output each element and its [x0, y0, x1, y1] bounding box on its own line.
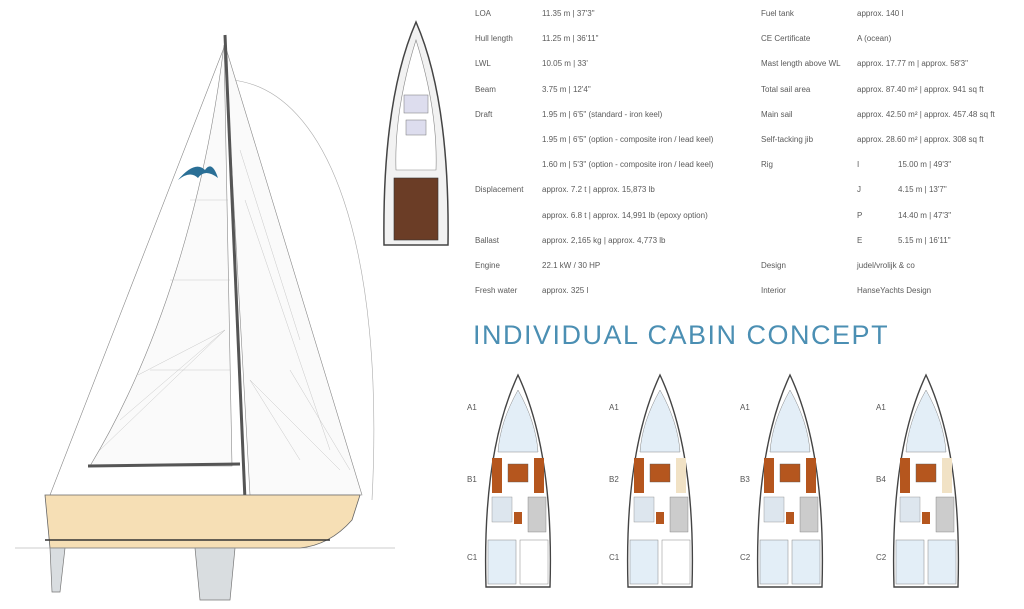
spec-label: CE Certificate: [761, 34, 811, 44]
cabin-layout-plan: [484, 373, 552, 588]
spec-value: 1.95 m | 6'5" (option - composite iron /…: [542, 135, 714, 144]
mid-section-label: B2: [609, 475, 619, 484]
rudder: [49, 547, 66, 593]
spec-value: judel/vrolijk & co: [857, 261, 915, 270]
mast: [223, 34, 247, 501]
spec-value: 1.60 m | 5'3" (option - composite iron /…: [542, 160, 714, 170]
spec-label: Rig: [761, 160, 774, 170]
section-title: INDIVIDUAL CABIN CONCEPT: [473, 320, 890, 350]
spec-value: approx. 7.2 t | approx. 15,873 lb: [542, 185, 655, 195]
spec-value: 22.1 kW / 30 HP: [542, 261, 601, 270]
spec-label: Beam: [475, 84, 496, 94]
spec-value: approx. 17.77 m | approx. 58'3": [857, 59, 968, 69]
gennaker-outline: [231, 79, 375, 501]
spec-label: Fuel tank: [761, 9, 794, 18]
aft-cabin-label: C1: [467, 553, 478, 562]
keel: [194, 547, 236, 601]
spec-label: Design: [761, 261, 786, 270]
logo-icon: [178, 166, 218, 180]
spec-value: 5.15 m | 16'11": [898, 235, 951, 245]
spec-value: approx. 87.40 m² | approx. 941 sq ft: [857, 84, 984, 94]
forward-cabin-label: A1: [740, 403, 750, 412]
mid-section-label: B3: [740, 475, 750, 484]
spec-label: Ballast: [475, 235, 500, 245]
boom: [87, 462, 241, 468]
spec-value: 3.75 m | 12'4": [542, 84, 591, 94]
spec-value: approx. 28.60 m² | approx. 308 sq ft: [857, 135, 984, 144]
spec-label: LWL: [475, 59, 491, 69]
aft-cabin-label: C2: [740, 553, 751, 562]
spec-label: Draft: [475, 109, 493, 119]
headsail-outline: [224, 44, 363, 496]
spec-value: approx. 140 l: [857, 9, 904, 18]
cabin-layout-plan: [626, 373, 694, 588]
spec-label: Engine: [475, 261, 500, 270]
rig-dimension-key: J: [857, 185, 861, 195]
spec-label: LOA: [475, 9, 492, 18]
spec-label: Main sail: [761, 109, 793, 119]
sail-plan-drawing: [15, 34, 395, 601]
forward-cabin-label: A1: [467, 403, 477, 412]
cabin-layout-plan: [756, 373, 824, 588]
mid-section-label: B1: [467, 475, 477, 484]
aft-cabin-label: C2: [876, 553, 887, 562]
spec-value: 11.35 m | 37'3": [542, 9, 595, 18]
spec-label: Hull length: [475, 34, 513, 44]
rig-dimension-key: P: [857, 210, 863, 220]
forward-cabin-label: A1: [876, 403, 886, 412]
rig-dimension-key: I: [857, 160, 860, 170]
spec-label: Displacement: [475, 185, 524, 195]
spec-value: 15.00 m | 49'3": [898, 160, 952, 170]
spec-value: A (ocean): [857, 34, 892, 44]
spec-value: 4.15 m | 13'7": [898, 185, 947, 195]
spec-value: approx. 2,165 kg | approx. 4,773 lb: [542, 235, 666, 245]
spec-value: approx. 42.50 m² | approx. 457.48 sq ft: [857, 109, 995, 119]
cabin-layout-plan: [892, 373, 960, 588]
spec-value: 11.25 m | 36'11": [542, 34, 599, 44]
spec-value: approx. 6.8 t | approx. 14,991 lb (epoxy…: [542, 210, 708, 220]
spec-label: Mast length above WL: [761, 59, 841, 69]
spec-label: Fresh water: [475, 286, 518, 296]
forward-cabin-label: A1: [609, 403, 619, 412]
cockpit-teak: [393, 177, 439, 241]
spec-label: Self-tacking jib: [761, 135, 814, 144]
rig-dimension-key: E: [857, 235, 863, 245]
aft-cabin-label: C1: [609, 553, 620, 562]
spec-value: 1.95 m | 6'5" (standard - iron keel): [542, 109, 663, 119]
spec-label: Interior: [761, 286, 786, 296]
mid-section-label: B4: [876, 475, 886, 484]
deck-plan-drawing: [383, 20, 449, 246]
spec-value: 10.05 m | 33': [542, 59, 588, 69]
spec-label: Total sail area: [761, 84, 811, 94]
spec-value: HanseYachts Design: [857, 286, 932, 296]
spec-value: approx. 325 l: [542, 286, 589, 296]
mainsail-outline: [89, 44, 233, 467]
spec-value: 14.40 m | 47'3": [898, 210, 952, 220]
